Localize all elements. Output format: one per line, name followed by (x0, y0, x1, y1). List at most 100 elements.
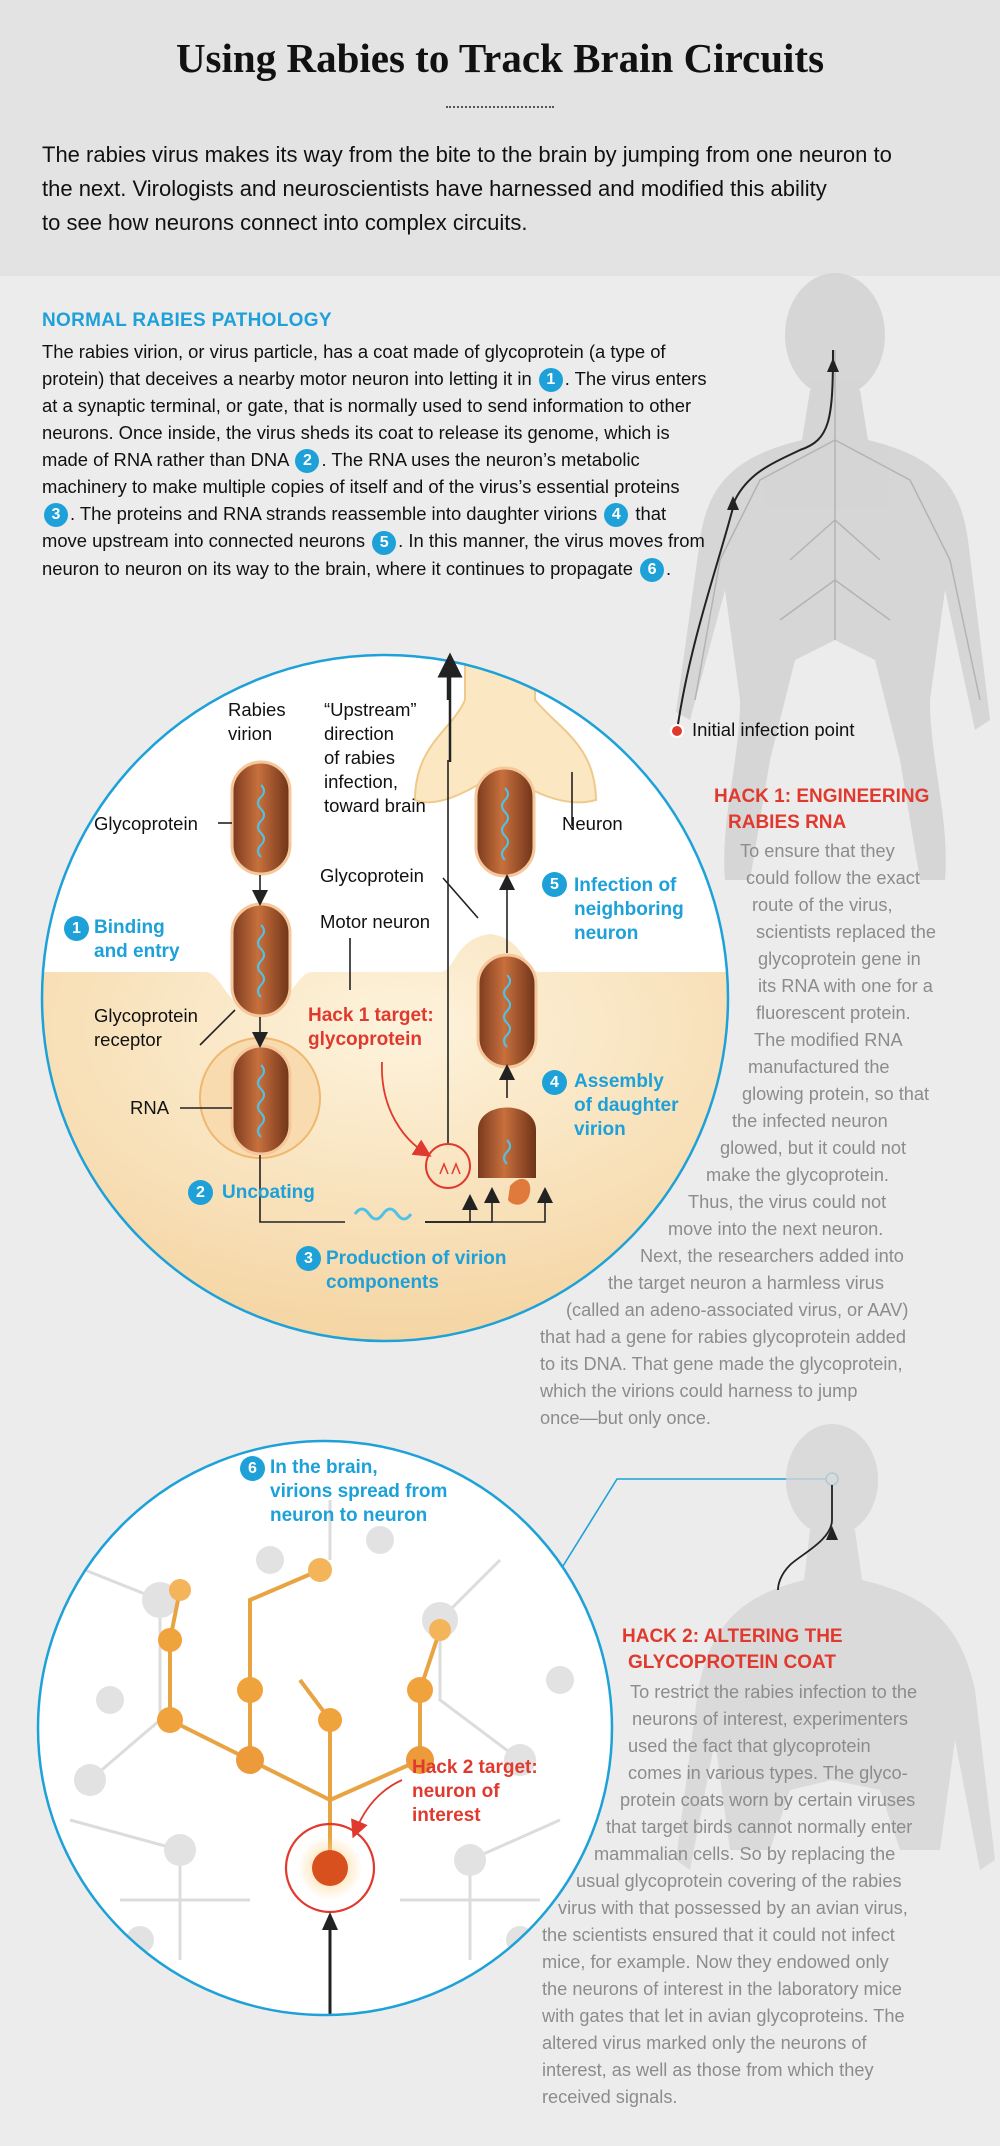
hack1-line: scientists replaced the (756, 922, 936, 942)
label-line: Assembly (574, 1071, 664, 1092)
hack1-line: its RNA with one for a (758, 976, 933, 996)
label-line: In the brain, (270, 1457, 378, 1478)
step-2-badge: 2 (188, 1180, 213, 1205)
label-line: and entry (94, 941, 180, 962)
hack1-line: Next, the researchers added into (640, 1246, 904, 1266)
label-glycoprotein-virion: Glycoprotein (94, 813, 198, 834)
step-number-badge: 3 (44, 503, 68, 528)
label-line: Production of virion (326, 1248, 507, 1269)
hack1-line: the infected neuron (732, 1111, 888, 1131)
hack2-line: received signals. (542, 2087, 678, 2107)
title-line: GLYCOPROTEIN COAT (628, 1652, 836, 1673)
nervous-system-lines-top (694, 350, 981, 701)
label-line: infection, (324, 771, 399, 792)
label-line: direction (324, 723, 394, 744)
label-line: virions spread from (270, 1481, 448, 1502)
step-4-label: Assembly of daughter virion (574, 1070, 679, 1142)
human-body-silhouette-top (676, 273, 990, 880)
hack2-line: comes in various types. The glyco- (628, 1763, 908, 1783)
hack2-line: used the fact that glycoprotein (628, 1736, 871, 1756)
label-line: receptor (94, 1029, 162, 1050)
label-line: neighboring (574, 899, 684, 920)
hack1-line: make the glycoprotein. (706, 1165, 889, 1185)
label-line: Hack 2 target: (412, 1757, 538, 1778)
label-motor-neuron: Motor neuron (320, 911, 431, 932)
pathology-text: . The RNA uses the neuron’s metabolic ma… (42, 449, 680, 498)
virion-uncoating (199, 1037, 321, 1159)
step-number-badge: 2 (295, 449, 320, 474)
hack1-line: once—but only once. (540, 1408, 711, 1428)
label-line: Rabies (228, 699, 286, 720)
step-1-badge: 1 (64, 916, 89, 941)
hack1-arrow (381, 1061, 432, 1157)
label-line: components (326, 1272, 439, 1293)
label-line: “Upstream” (324, 699, 417, 720)
step-6-badge: 6 (240, 1456, 265, 1481)
rna-strand (353, 1207, 413, 1221)
hack1-line: manufactured the (748, 1057, 890, 1077)
hack1-line: the target neuron a harmless virus (608, 1273, 884, 1293)
pathology-paragraph: The rabies virion, or virus particle, ha… (42, 338, 712, 582)
hack1-line: The modified RNA (754, 1030, 903, 1050)
hack1-line: route of the virus, (752, 895, 893, 915)
section-label-normal-pathology: NORMAL RABIES PATHOLOGY (42, 310, 332, 331)
step-1-label: Binding and entry (94, 916, 180, 964)
hack1-line: glycoprotein gene in (758, 949, 921, 969)
hack2-line: the neurons of interest in the laborator… (542, 1979, 902, 1999)
label-line: virion (228, 723, 273, 744)
step-5-label: Infection of neighboring neuron (574, 874, 684, 946)
infection-path-arrow (827, 358, 839, 372)
label-neuron: Neuron (562, 813, 623, 834)
hack1-line: glowing protein, so that (742, 1084, 930, 1104)
hack2-line: that target birds cannot normally enter (606, 1817, 913, 1837)
virion-budding (476, 953, 538, 1069)
label-line: Glycoprotein (94, 1005, 198, 1026)
hack2-line: neurons of interest, experimenters (632, 1709, 908, 1729)
hack2-line: mice, for example. Now they endowed only (542, 1952, 889, 1972)
label-line: toward brain (324, 795, 426, 816)
step-5-badge: 5 (542, 872, 567, 897)
hack2-line: interest, as well as those from which th… (542, 2060, 874, 2080)
hack1-target-circle (425, 1143, 471, 1189)
virion-binding (230, 902, 292, 1018)
hack2-line: protein coats worn by certain viruses (620, 1790, 916, 1810)
hack2-line: altered virus marked only the neurons of (542, 2033, 867, 2053)
initial-infection-dot (670, 724, 684, 738)
label-line: virion (574, 1119, 626, 1140)
pathology-text: . (666, 557, 672, 579)
label-rabies-virion: Rabies virion (228, 698, 286, 746)
title-divider (446, 106, 554, 108)
intro-line: to see how neurons connect into complex … (42, 210, 528, 235)
pathology-text: The rabies virion, or virus particle, ha… (42, 341, 666, 389)
hack2-line: the scientists ensured that it could not… (542, 1925, 895, 1945)
label-line: glycoprotein (308, 1029, 423, 1050)
label-glycoprotein-neuron: Glycoprotein (320, 865, 424, 886)
hack2-title: HACK 2: ALTERING THE GLYCOPROTEIN COAT (622, 1624, 843, 1676)
hack1-line: move into the next neuron. (668, 1219, 884, 1239)
hack2-arrow (351, 1779, 403, 1839)
virion-in-upstream-neuron (474, 766, 536, 878)
step-number-badge: 5 (372, 530, 397, 555)
step-number-badge: 4 (604, 503, 629, 528)
label-rna: RNA (130, 1097, 170, 1118)
hack1-line: glowed, but it could not (720, 1138, 907, 1158)
step-3-badge: 3 (296, 1246, 321, 1271)
hack2-line: To restrict the rabies infection to the (630, 1682, 918, 1702)
label-line: neuron of (412, 1781, 500, 1802)
hack2-line: mammalian cells. So by replacing the (594, 1844, 896, 1864)
label-line: interest (412, 1805, 481, 1826)
flow-arrows (180, 652, 573, 1223)
label-upstream-direction: “Upstream” direction of rabies infection… (324, 698, 426, 818)
step-number-badge: 6 (640, 557, 665, 582)
intro-line: the next. Virologists and neuroscientist… (42, 176, 827, 201)
human-body-silhouette-bottom (676, 1424, 995, 1870)
header-panel (0, 0, 1000, 276)
step-2-label: Uncoating (222, 1181, 315, 1205)
hack1-line: to its DNA. That gene made the glycoprot… (540, 1354, 903, 1374)
title-line: HACK 1: ENGINEERING (714, 786, 930, 807)
page-title: Using Rabies to Track Brain Circuits (175, 35, 825, 81)
label-line: Hack 1 target: (308, 1005, 434, 1026)
brain-path-line (777, 1485, 833, 1591)
virion-assembling (478, 1107, 536, 1178)
